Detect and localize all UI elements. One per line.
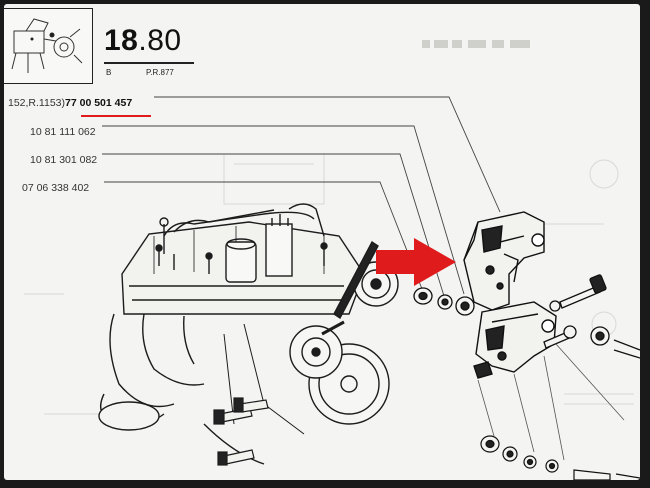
part-number-1-prefix: 152,R.1153) (8, 97, 66, 109)
part-number-1-value: 77 00 501 457 (65, 97, 133, 109)
red-highlight-underline (81, 115, 151, 117)
engine-block (121, 203, 365, 315)
exhaust-manifold (98, 313, 205, 431)
washer-nut-set (413, 287, 475, 316)
pulley-assembly (203, 240, 399, 465)
reference-underline (104, 62, 194, 64)
bolts-lower (213, 397, 269, 466)
reference-number-decimal: .80 (138, 24, 182, 57)
part-number-1: 152,R.1153)77 00 501 457 (8, 97, 132, 109)
leader-line-2 (102, 125, 465, 295)
reference-pr: P.R.877 (146, 68, 174, 77)
engine-mount-bracket-lower (473, 301, 557, 379)
bleed-through-pattern (422, 38, 532, 53)
engine-mount-bracket-upper (463, 211, 545, 311)
part-number-2: 10 81 111 062 (30, 126, 96, 138)
reference-number-main: 18 (104, 24, 139, 57)
reference-letter: B (106, 68, 112, 77)
washers-bottom (480, 435, 640, 480)
reference-block: 18.80 B P.R.877 (104, 24, 194, 77)
long-bolt-upper (549, 274, 607, 312)
engine-exploded-diagram (24, 96, 640, 480)
leader-line-1 (154, 96, 501, 213)
long-bolt-middle (543, 325, 640, 359)
parts-catalog-page: 18.80 B P.R.877 152,R.1153)77 00 501 457… (4, 4, 640, 480)
leader-lines-lower (477, 343, 625, 461)
engine-thumbnail-icon (4, 8, 93, 84)
reference-number: 18.80 (104, 24, 182, 58)
part-number-4: 07 06 338 402 (22, 182, 90, 194)
red-arrow-icon (376, 238, 456, 286)
part-number-3: 10 81 301 082 (30, 154, 98, 166)
